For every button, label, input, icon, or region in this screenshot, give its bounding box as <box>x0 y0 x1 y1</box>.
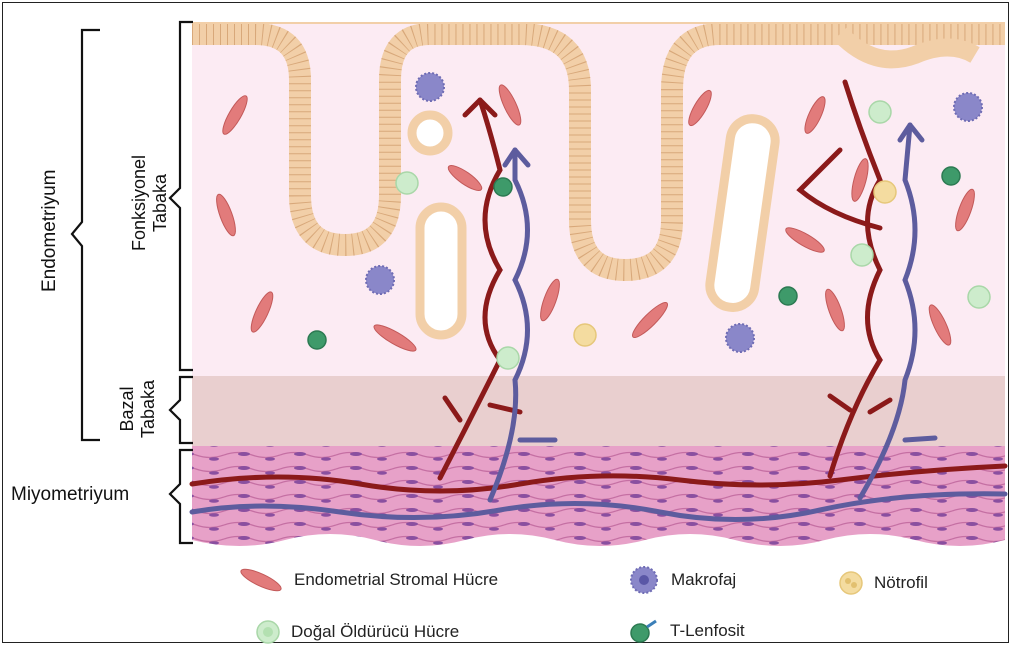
functional-label-line2: Tabaka <box>150 148 171 258</box>
basal-label-line2: Tabaka <box>138 369 159 449</box>
nk-cell-icon <box>255 619 281 645</box>
macrophage-icon <box>627 563 661 597</box>
legend-label-stromal: Endometrial Stromal Hücre <box>294 570 498 590</box>
neutrophil-icon <box>838 570 864 596</box>
legend-label-tcell: T-Lenfosit <box>670 621 745 641</box>
layer-brackets <box>72 22 193 543</box>
legend-item-macrophage: Makrofaj <box>627 563 736 597</box>
stromal-cell-icon <box>238 566 284 594</box>
endometrium-label: Endometriyum <box>39 182 61 292</box>
functional-layer-label: Fonksiyonel Tabaka <box>129 148 175 258</box>
legend-item-neutrophil: Nötrofil <box>838 570 928 596</box>
legend-item-nk: Doğal Öldürücü Hücre <box>255 619 459 645</box>
legend-label-macrophage: Makrofaj <box>671 570 736 590</box>
legend-item-tcell: T-Lenfosit <box>628 618 745 644</box>
myometrium-label: Miyometriyum <box>11 484 129 506</box>
myometrium-layer <box>192 446 1005 546</box>
functional-label-line1: Fonksiyonel <box>129 148 150 258</box>
legend-label-nk: Doğal Öldürücü Hücre <box>291 622 459 642</box>
basal-layer-label: Bazal Tabaka <box>117 369 163 449</box>
basal-label-line1: Bazal <box>117 369 138 449</box>
legend-label-neutrophil: Nötrofil <box>874 573 928 593</box>
t-lymphocyte-icon <box>628 618 660 644</box>
legend-item-stromal: Endometrial Stromal Hücre <box>238 566 498 594</box>
basal-layer <box>192 376 1005 446</box>
